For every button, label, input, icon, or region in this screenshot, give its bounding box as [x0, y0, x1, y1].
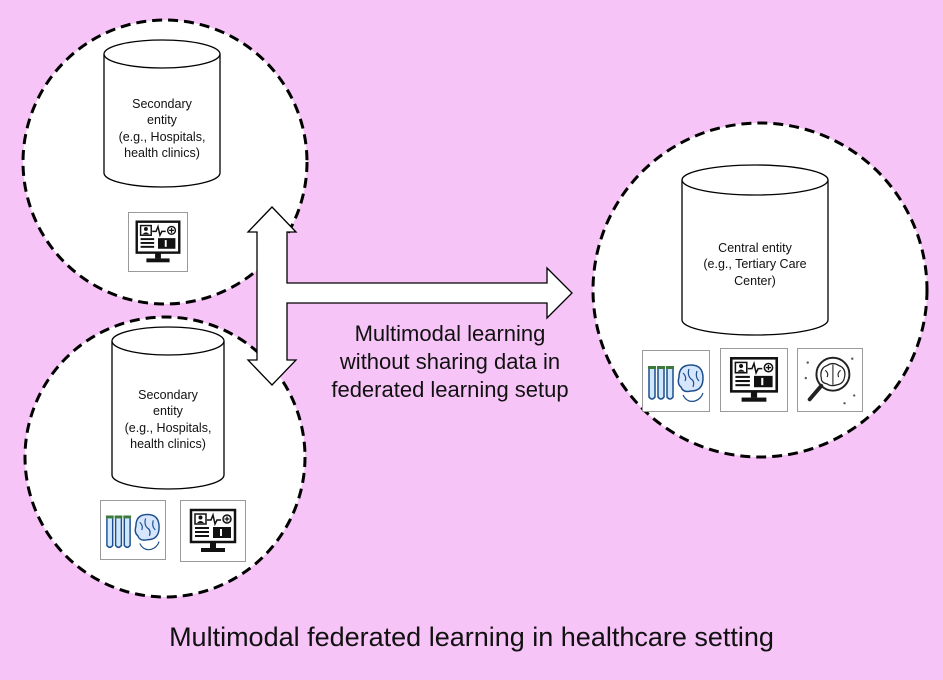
label-line: health clinics): [124, 145, 200, 160]
label-line: (e.g., Tertiary Care: [703, 257, 807, 272]
description-line: Multimodal learning: [354, 321, 546, 346]
central-database: [681, 164, 829, 336]
label-line: entity: [147, 113, 177, 128]
central-label: Central entity (e.g., Tertiary Care Cent…: [680, 240, 830, 289]
secondary-bottom-label: Secondary entity (e.g., Hospitals, healt…: [110, 387, 226, 452]
label-line: Secondary: [132, 97, 192, 111]
test-tubes-brain-icon: [100, 500, 166, 560]
federated-arrows: [246, 206, 573, 386]
label-line: (e.g., Hospitals,: [118, 129, 206, 144]
secondary-bottom-database: [111, 326, 225, 490]
brain-magnifier-icon: [797, 348, 863, 412]
description-line: federated learning setup: [331, 377, 569, 403]
test-tubes-brain-icon: [642, 350, 710, 412]
patient-monitor-icon: [180, 500, 246, 562]
label-line: health clinics): [130, 436, 206, 451]
patient-monitor-icon: [128, 212, 188, 272]
label-line: (e.g., Hospitals,: [124, 420, 212, 435]
label-line: Center): [734, 273, 776, 288]
description-line: without sharing data in: [339, 349, 561, 375]
secondary-top-database: [103, 39, 221, 188]
patient-monitor-icon: [720, 348, 788, 412]
label-line: Secondary: [138, 388, 198, 402]
diagram-title: Multimodal federated learning in healthc…: [169, 622, 774, 652]
label-line: entity: [153, 404, 183, 419]
label-line: Central entity: [718, 241, 792, 255]
secondary-top-label: Secondary entity (e.g., Hospitals, healt…: [104, 96, 220, 161]
center-description: Multimodal learning without sharing data…: [300, 320, 600, 404]
